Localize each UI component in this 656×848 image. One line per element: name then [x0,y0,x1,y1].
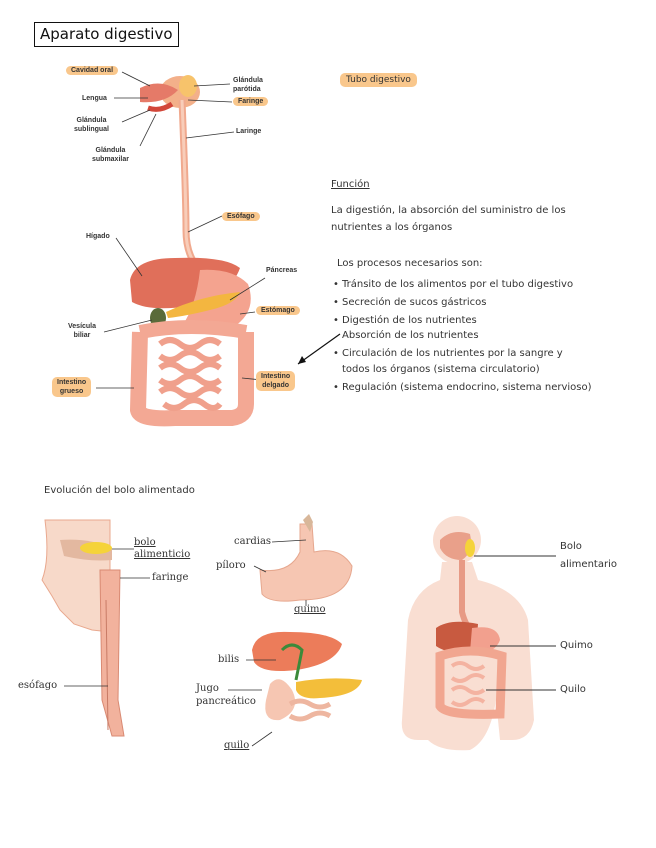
body-bolo-2: alimentario [560,556,617,574]
liver-jugo-1: Jugo [196,682,256,695]
stomach-quimo: quimo [294,604,326,615]
head-bolo-2: alimenticio [134,549,190,561]
head-bolo-1: bolo [134,537,190,549]
liver-jugo-2: pancreático [196,695,256,708]
head-faringe: faringe [152,572,188,583]
body-quimo: Quimo [560,640,593,651]
liver-quilo: quilo [224,740,249,751]
head-esofago: esófago [18,680,57,691]
body-bolo-1: Bolo [560,538,617,556]
stomach-piloro: píloro [216,560,246,571]
stomach-cardias: cardias [234,536,271,547]
body-quilo: Quilo [560,684,586,695]
liver-bilis: bilis [218,654,239,665]
